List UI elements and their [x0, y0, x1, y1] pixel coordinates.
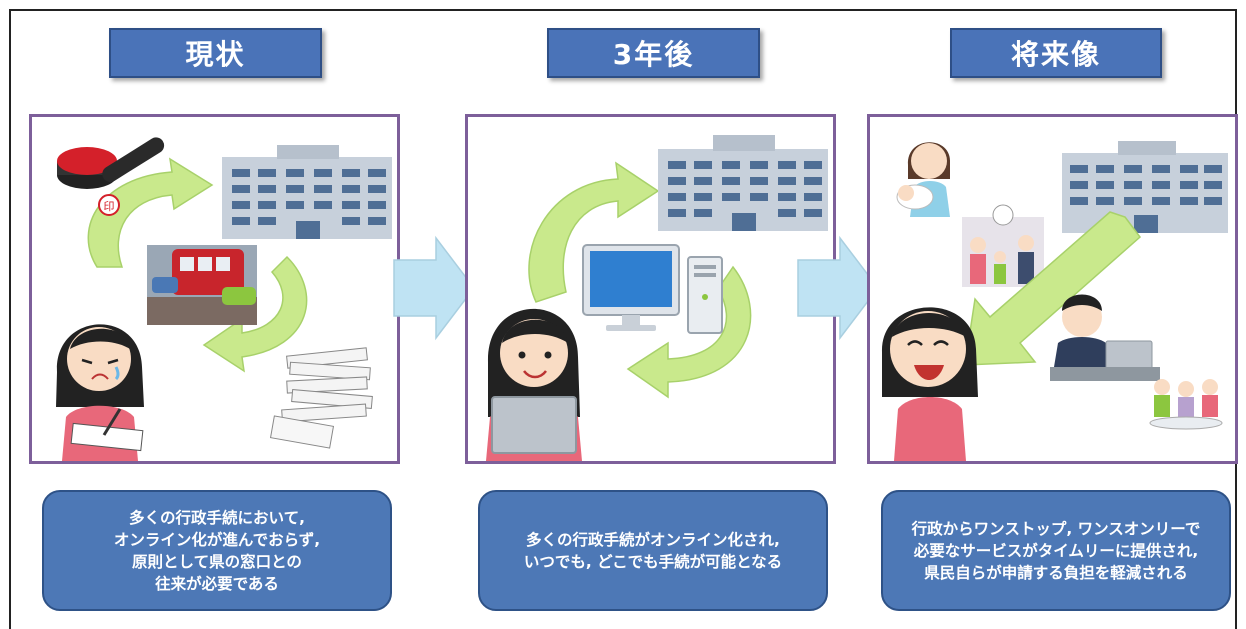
desktop-computer-icon [582, 244, 723, 334]
government-building-icon [658, 135, 828, 231]
description-current: 多くの行政手続において, オンライン化が進んでおらず, 原則として県の窓口との … [42, 490, 392, 611]
3-years-illustration [486, 135, 828, 461]
happy-woman-icon [881, 307, 978, 461]
cycle-arrow-icon [87, 157, 214, 268]
description-line: 多くの行政手続がオンライン化され, [526, 530, 780, 549]
flow-arrow-1-icon [393, 235, 475, 341]
description-line: 原則として県の窓口との [132, 552, 302, 571]
nurse-with-baby-icon [896, 142, 951, 217]
stamp-glyph: 印 [104, 200, 115, 213]
description-line: オンライン化が進んでおらず, [113, 530, 321, 549]
cycle-arrow-icon [626, 265, 752, 399]
description-3-years: 多くの行政手続がオンライン化され, いつでも, どこでも手続が可能となる [478, 490, 828, 611]
current-illustration: 印 [56, 137, 392, 461]
description-line: 必要なサービスがタイムリーに提供され, [913, 541, 1199, 560]
description-line: 県民自らが申請する負担を軽減される [924, 563, 1188, 582]
description-future: 行政からワンストップ, ワンスオンリーで 必要なサービスがタイムリーに提供され,… [881, 490, 1231, 611]
smiling-woman-laptop-icon [486, 308, 582, 461]
paper-stack-icon [269, 347, 373, 449]
future-illustration [881, 141, 1228, 461]
cycle-arrow-icon [202, 255, 308, 373]
description-line: 行政からワンストップ, ワンスオンリーで [911, 519, 1201, 538]
panel-current: 印 [29, 114, 400, 464]
government-building-icon [222, 145, 392, 239]
troubled-woman-icon [56, 324, 144, 461]
panel-3-years [465, 114, 836, 464]
hanko-stamp-icon: 印 [57, 137, 165, 216]
government-building-icon [1062, 141, 1228, 233]
description-line: いつでも, どこでも手続が可能となる [523, 552, 783, 571]
officer-laptop-icon [1050, 294, 1160, 381]
stage-title-future: 将来像 [950, 28, 1162, 78]
elderly-care-icon [1149, 379, 1223, 430]
panel-future [867, 114, 1238, 464]
description-line: 往来が必要である [155, 574, 279, 593]
cycle-arrow-icon [528, 161, 660, 303]
description-line: 多くの行政手続において, [129, 508, 305, 527]
stage-title-current: 現状 [109, 28, 322, 78]
tram-traffic-icon [147, 245, 257, 325]
flow-arrow-2-icon [797, 235, 879, 341]
family-school-icon [962, 204, 1044, 287]
stage-title-3-years: 3年後 [547, 28, 760, 78]
